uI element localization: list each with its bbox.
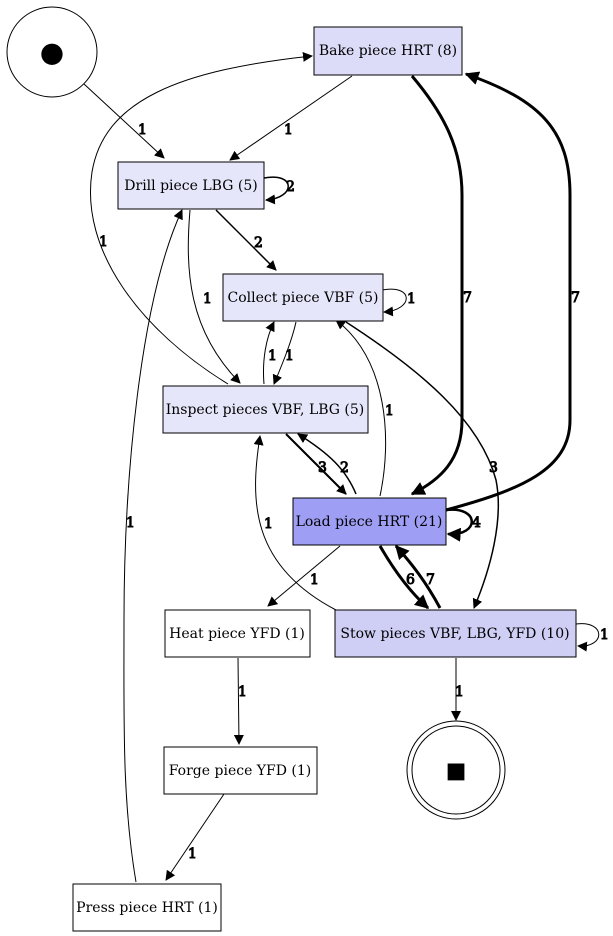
edge-label: 1 xyxy=(455,684,464,700)
edge-label: 1 xyxy=(99,234,108,250)
node-inspect[interactable]: Inspect pieces VBF, LBG (5) xyxy=(162,385,369,434)
node-load[interactable]: Load piece HRT (21) xyxy=(292,497,447,546)
node-box xyxy=(117,161,265,210)
edge-label: 1 xyxy=(238,684,247,700)
edge-forge-press[interactable]: 1 xyxy=(165,793,225,881)
node-label: Bake piece HRT (8) xyxy=(319,43,457,59)
edge-label: 1 xyxy=(385,403,394,419)
node-label: Collect piece VBF (5) xyxy=(228,290,379,306)
edge-label: 2 xyxy=(340,460,349,476)
edge-drill-self[interactable]: 2 xyxy=(263,176,295,205)
node-label: Stow pieces VBF, LBG, YFD (10) xyxy=(340,626,569,642)
edge-inspect-load[interactable]: 3 xyxy=(285,433,347,495)
edge-label: 2 xyxy=(254,235,263,251)
edge-inspect-bake[interactable]: 1 xyxy=(90,51,313,385)
end-node[interactable]: ■ xyxy=(406,720,506,820)
stop-icon: ■ xyxy=(446,759,467,784)
edge-label: 6 xyxy=(406,572,415,588)
edge-label: 1 xyxy=(268,348,277,364)
node-label: Load piece HRT (21) xyxy=(296,514,443,530)
edge-stow-end[interactable]: 1 xyxy=(451,658,464,721)
edge-label: 4 xyxy=(472,515,481,531)
edge-label: 2 xyxy=(286,179,295,195)
edge-label: 1 xyxy=(284,122,293,138)
edge-label: 1 xyxy=(600,627,609,643)
edge-inspect-collect[interactable]: 1 xyxy=(263,321,277,385)
edge-label: 1 xyxy=(264,516,273,532)
edge-drill-inspect[interactable]: 1 xyxy=(187,209,241,384)
node-press[interactable]: Press piece HRT (1) xyxy=(72,883,222,932)
edge-collect-self[interactable]: 1 xyxy=(381,288,416,317)
node-box xyxy=(292,497,447,546)
edge-collect-stow[interactable]: 3 xyxy=(345,321,500,609)
edge-label: 7 xyxy=(463,290,472,306)
edge-load-collect[interactable]: 1 xyxy=(335,319,394,497)
edge-label: 3 xyxy=(489,460,498,476)
node-bake[interactable]: Bake piece HRT (8) xyxy=(313,26,463,76)
edge-start-drill[interactable]: 1 xyxy=(83,83,165,159)
edge-heat-forge[interactable]: 1 xyxy=(233,657,247,745)
edge-label: 1 xyxy=(138,122,147,138)
node-label: Forge piece YFD (1) xyxy=(169,763,312,779)
node-box xyxy=(334,609,577,658)
node-stow[interactable]: Stow pieces VBF, LBG, YFD (10) xyxy=(334,609,577,658)
node-collect[interactable]: Collect piece VBF (5) xyxy=(222,273,384,322)
edge-load-stow[interactable]: 6 xyxy=(378,545,430,610)
node-heat[interactable]: Heat piece YFD (1) xyxy=(164,609,311,658)
edge-stow-inspect[interactable]: 1 xyxy=(253,435,337,611)
node-label: Inspect pieces VBF, LBG (5) xyxy=(166,402,365,418)
node-box xyxy=(313,26,463,76)
node-label: Heat piece YFD (1) xyxy=(169,626,305,642)
node-label: Press piece HRT (1) xyxy=(76,900,218,916)
node-box xyxy=(72,883,222,932)
edge-label: 1 xyxy=(203,291,212,307)
node-box xyxy=(222,273,384,322)
node-box xyxy=(164,609,311,658)
edge-load-inspect[interactable]: 2 xyxy=(297,433,357,495)
start-icon: ● xyxy=(40,36,64,69)
edge-label: 7 xyxy=(426,572,435,588)
node-box xyxy=(163,746,318,795)
start-node[interactable]: ● xyxy=(6,6,98,98)
node-label: Drill piece LBG (5) xyxy=(124,178,257,194)
edge-collect-inspect[interactable]: 1 xyxy=(272,321,297,385)
edge-load-self[interactable]: 4 xyxy=(445,508,482,542)
edge-bake-drill[interactable]: 1 xyxy=(229,75,353,161)
edge-load-bake[interactable]: 7 xyxy=(445,71,580,512)
edge-load-heat[interactable]: 1 xyxy=(267,545,341,607)
node-forge[interactable]: Forge piece YFD (1) xyxy=(163,746,318,795)
node-drill[interactable]: Drill piece LBG (5) xyxy=(117,161,265,210)
edges: 1 1 7 7 2 2 1 xyxy=(83,51,609,883)
edge-label: 1 xyxy=(126,515,135,531)
edge-label: 1 xyxy=(285,348,294,364)
edge-label: 3 xyxy=(318,460,327,476)
edge-stow-load[interactable]: 7 xyxy=(394,544,442,609)
edge-label: 1 xyxy=(407,291,416,307)
edge-bake-load[interactable]: 7 xyxy=(410,75,472,496)
edge-label: 1 xyxy=(310,572,319,588)
node-box xyxy=(162,385,369,434)
edge-label: 1 xyxy=(188,846,197,862)
edge-drill-collect[interactable]: 2 xyxy=(215,209,277,271)
nodes: ● ■ Bake piece HRT (8) Drill piece LBG (… xyxy=(6,6,577,932)
edge-press-drill[interactable]: 1 xyxy=(123,209,183,883)
edge-label: 7 xyxy=(571,290,580,306)
edge-stow-self[interactable]: 1 xyxy=(575,623,609,652)
